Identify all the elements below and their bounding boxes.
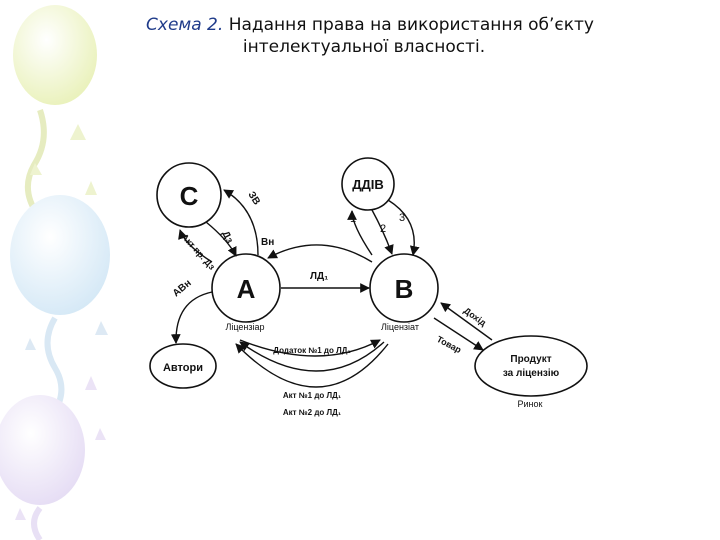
node-c-label: С <box>180 181 199 211</box>
node-product-line1: Продукт <box>510 354 551 365</box>
arrow-tovar <box>433 317 484 351</box>
scheme-number: Схема 2. <box>146 15 224 35</box>
caption-litsenziar: Ліцензіар <box>225 322 264 332</box>
node-avtory: Автори <box>149 343 217 389</box>
arrow-c-to-a <box>205 221 237 257</box>
arrow-ddiv-3 <box>387 199 420 256</box>
arrow-dodatok <box>239 339 381 357</box>
node-product: Продукт за ліцензію <box>474 335 588 397</box>
node-ddiv: ДДІВ <box>341 157 395 211</box>
label-dz: Дз <box>219 229 235 245</box>
label-akt2: Акт №2 до ЛД₁ <box>283 408 342 417</box>
yellow-balloon <box>13 5 97 217</box>
label-dodatok: Додаток №1 до ЛД₁ <box>273 346 351 355</box>
node-product-line2: за ліцензію <box>503 368 560 379</box>
caption-rynok: Ринок <box>518 399 543 409</box>
label-avn: АВн <box>171 278 194 300</box>
scheme-title-line-1: Схема 2. Надання права на використання о… <box>10 15 720 36</box>
arrow-avn <box>170 291 213 344</box>
purple-balloon <box>0 395 85 540</box>
arrow-ddiv-1 <box>347 210 373 256</box>
caption-litsenziat: Ліцензіат <box>381 322 419 332</box>
label-akt-pr: Акт пр. Дз <box>180 232 218 272</box>
node-a-label: А <box>237 274 256 304</box>
arrow-dohid <box>440 302 493 341</box>
node-b: В <box>369 253 439 323</box>
label-tovar: Товар <box>435 334 463 355</box>
node-b-label: В <box>395 274 414 304</box>
label-ld1: ЛД₁ <box>310 271 328 282</box>
label-one: 1 <box>350 213 356 225</box>
arrow-akt1 <box>239 341 385 372</box>
arrow-a-to-c <box>178 229 213 263</box>
label-vn: Вн <box>261 237 274 248</box>
arrow-ddiv-2 <box>371 209 394 255</box>
node-avtory-label: Автори <box>163 362 203 374</box>
confetti-stars <box>15 124 108 520</box>
scheme-title-text: Надання права на використання об’єкту <box>228 15 594 35</box>
arrow-akt2 <box>235 343 389 388</box>
label-zv: ЗВ <box>245 190 261 207</box>
node-a: А <box>211 253 281 323</box>
label-dohid: Дохід <box>462 305 488 328</box>
label-akt1: Акт №1 до ЛД₁ <box>283 391 342 400</box>
scheme-title-line-2: інтелектуальної власності. <box>242 37 486 57</box>
label-two: 2 <box>380 223 386 235</box>
node-ddiv-label: ДДІВ <box>352 177 384 192</box>
node-c: С <box>156 162 222 228</box>
label-three: 3 <box>399 212 405 224</box>
arrow-zv <box>223 189 259 256</box>
arrow-vn <box>267 244 373 263</box>
